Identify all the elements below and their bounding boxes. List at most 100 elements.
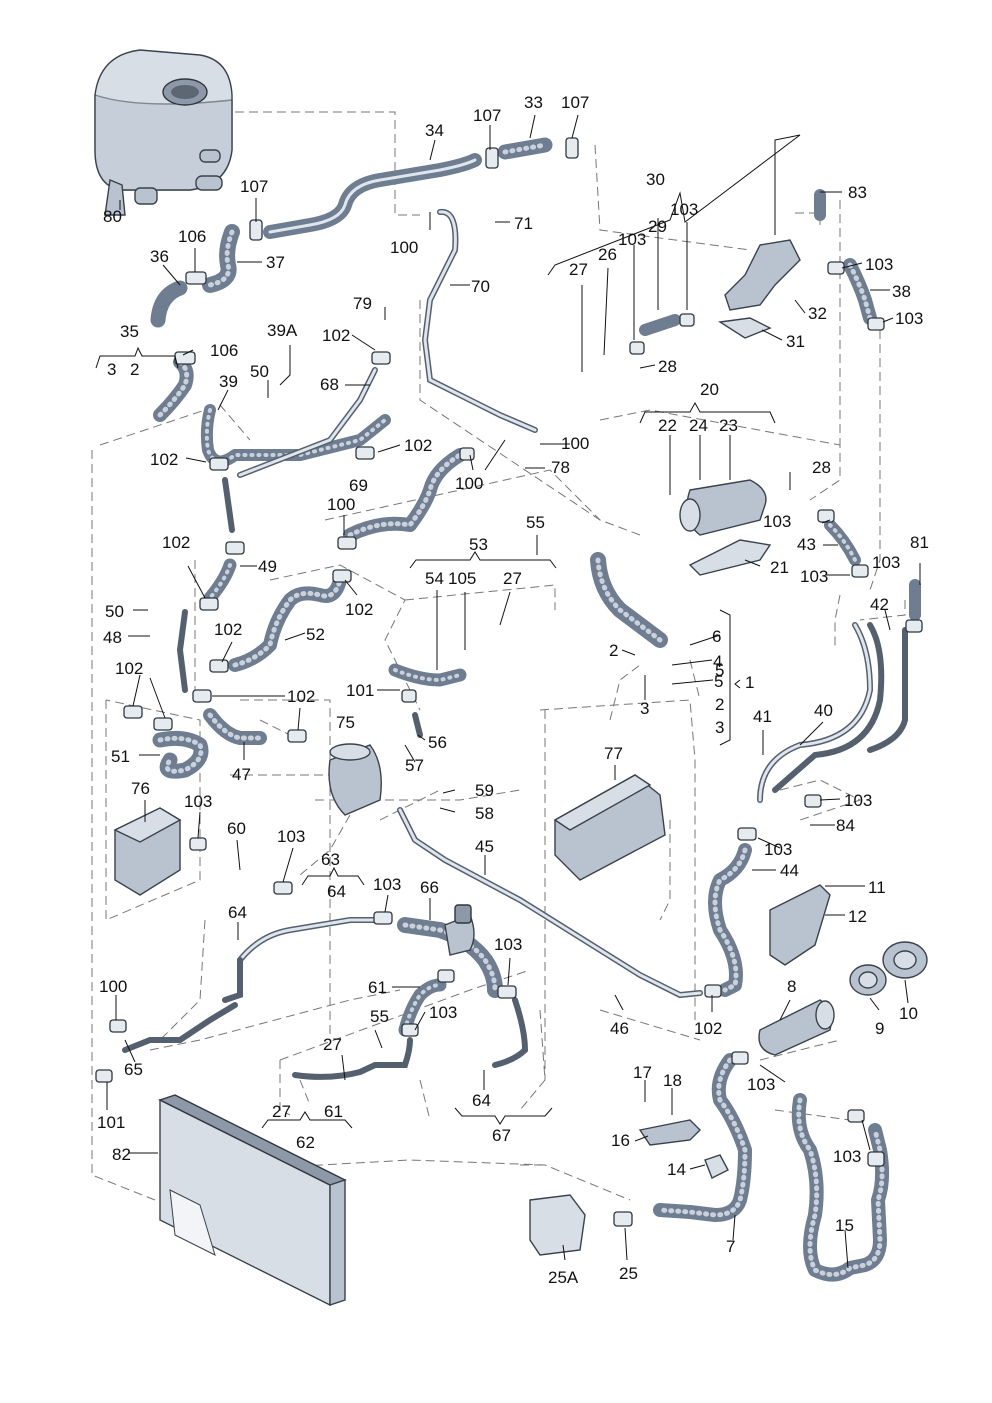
label-69: 69 bbox=[349, 476, 368, 495]
label-53: 53 bbox=[469, 535, 488, 554]
label-81: 81 bbox=[910, 533, 929, 552]
label-21: 21 bbox=[770, 558, 789, 577]
label-103: 103 bbox=[429, 1003, 457, 1022]
label-61: 61 bbox=[368, 978, 387, 997]
label-102: 102 bbox=[345, 600, 373, 619]
label-40: 40 bbox=[814, 701, 833, 720]
label-103: 103 bbox=[872, 553, 900, 572]
label-68: 68 bbox=[320, 375, 339, 394]
label-2: 2 bbox=[609, 641, 618, 660]
label-25A: 25A bbox=[548, 1268, 579, 1287]
center-hoses bbox=[152, 355, 467, 779]
label-66: 66 bbox=[420, 878, 439, 897]
label-103: 103 bbox=[184, 792, 212, 811]
label-55: 55 bbox=[370, 1007, 389, 1026]
label-14: 14 bbox=[667, 1160, 686, 1179]
label-16: 16 bbox=[611, 1131, 630, 1150]
label-79: 79 bbox=[353, 294, 372, 313]
label-27: 27 bbox=[503, 569, 522, 588]
label-10: 10 bbox=[899, 1004, 918, 1023]
label-57: 57 bbox=[405, 756, 424, 775]
label-7: 7 bbox=[726, 1237, 735, 1256]
label-5: 5 bbox=[714, 672, 723, 691]
label-103: 103 bbox=[764, 840, 792, 859]
label-6: 6 bbox=[712, 627, 721, 646]
label-22: 22 bbox=[658, 416, 677, 435]
label-103: 103 bbox=[670, 200, 698, 219]
label-103: 103 bbox=[494, 935, 522, 954]
label-105: 105 bbox=[448, 569, 476, 588]
right-side-pipes bbox=[590, 189, 921, 997]
label-101: 101 bbox=[346, 681, 374, 700]
pipe-45 bbox=[397, 807, 703, 999]
label-71: 71 bbox=[514, 214, 533, 233]
label-102: 102 bbox=[404, 436, 432, 455]
label-103: 103 bbox=[865, 255, 893, 274]
label-103: 103 bbox=[833, 1147, 861, 1166]
label-106: 106 bbox=[210, 341, 238, 360]
label-43: 43 bbox=[797, 535, 816, 554]
label-50: 50 bbox=[105, 602, 124, 621]
label-39: 39 bbox=[219, 372, 238, 391]
label-48: 48 bbox=[103, 628, 122, 647]
label-17: 17 bbox=[633, 1063, 652, 1082]
label-30: 30 bbox=[646, 170, 665, 189]
label-23: 23 bbox=[719, 416, 738, 435]
label-29: 29 bbox=[648, 217, 667, 236]
label-100: 100 bbox=[390, 238, 418, 257]
label-42: 42 bbox=[870, 595, 889, 614]
label-58: 58 bbox=[475, 804, 494, 823]
label-49: 49 bbox=[258, 557, 277, 576]
label-35: 35 bbox=[120, 322, 139, 341]
label-27: 27 bbox=[323, 1035, 342, 1054]
label-75: 75 bbox=[336, 713, 355, 732]
label-100: 100 bbox=[327, 495, 355, 514]
label-103: 103 bbox=[844, 791, 872, 810]
label-70: 70 bbox=[471, 277, 490, 296]
label-102: 102 bbox=[287, 687, 315, 706]
label-103: 103 bbox=[747, 1075, 775, 1094]
label-60: 60 bbox=[227, 819, 246, 838]
label-102: 102 bbox=[214, 620, 242, 639]
label-103: 103 bbox=[373, 875, 401, 894]
components bbox=[113, 239, 928, 1307]
label-33: 33 bbox=[524, 93, 543, 112]
assembly-outlines bbox=[91, 111, 906, 1201]
label-8: 8 bbox=[787, 977, 796, 996]
label-2: 2 bbox=[130, 360, 139, 379]
label-64: 64 bbox=[327, 882, 346, 901]
label-20: 20 bbox=[700, 380, 719, 399]
label-4: 4 bbox=[713, 652, 722, 671]
label-41: 41 bbox=[753, 707, 772, 726]
label-54: 54 bbox=[425, 569, 444, 588]
label-107: 107 bbox=[240, 177, 268, 196]
label-83: 83 bbox=[848, 183, 867, 202]
label-64: 64 bbox=[472, 1091, 491, 1110]
label-102: 102 bbox=[150, 450, 178, 469]
label-45: 45 bbox=[475, 837, 494, 856]
label-82: 82 bbox=[112, 1145, 131, 1164]
label-46: 46 bbox=[610, 1019, 629, 1038]
label-9: 9 bbox=[875, 1019, 884, 1038]
label-28: 28 bbox=[812, 458, 831, 477]
upper-hoses bbox=[150, 137, 553, 433]
clamps bbox=[95, 137, 923, 1227]
label-63: 63 bbox=[321, 850, 340, 869]
label-27: 27 bbox=[569, 260, 588, 279]
label-102: 102 bbox=[115, 659, 143, 678]
label-100: 100 bbox=[99, 977, 127, 996]
label-32: 32 bbox=[808, 304, 827, 323]
label-64: 64 bbox=[228, 903, 247, 922]
label-3: 3 bbox=[107, 360, 116, 379]
label-51: 51 bbox=[111, 747, 130, 766]
label-100: 100 bbox=[561, 434, 589, 453]
label-31: 31 bbox=[786, 332, 805, 351]
label-18: 18 bbox=[663, 1071, 682, 1090]
label-2: 2 bbox=[715, 695, 724, 714]
expansion-tank bbox=[94, 49, 233, 216]
label-61: 61 bbox=[324, 1102, 343, 1121]
label-36: 36 bbox=[150, 247, 169, 266]
label-12: 12 bbox=[848, 907, 867, 926]
label-78: 78 bbox=[551, 458, 570, 477]
